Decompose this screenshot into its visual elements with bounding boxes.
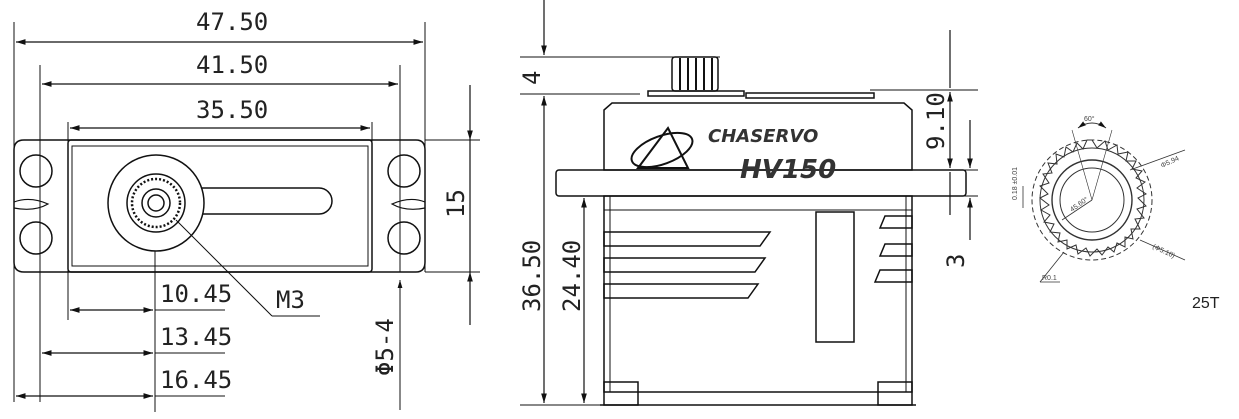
side-view-labels: CHASERVO HV150 4 36.50 24.40 9.10 3 — [518, 71, 970, 312]
brand-logo-icon — [636, 126, 690, 169]
dim-height-label: 15 — [442, 189, 470, 218]
top-view — [13, 22, 480, 412]
dim-spline-label: 4 — [518, 71, 546, 85]
angle-label: 60° — [1084, 115, 1095, 123]
dim-axis-2-label: 13.45 — [160, 323, 232, 351]
dim-total-label: 36.50 — [518, 240, 546, 312]
dim-top-label: 9.10 — [922, 92, 950, 150]
top-view-labels: 47.50 41.50 35.50 15 10.45 13.45 16.45 M… — [160, 8, 470, 394]
dim-overall-label: 47.50 — [196, 8, 268, 36]
root-radius-label: R0.1 — [1042, 275, 1057, 282]
thread-callout: M3 — [276, 286, 305, 314]
spline-detail — [1022, 121, 1186, 283]
dim-ear-label: 3 — [942, 254, 970, 268]
brand-text: CHASERVO — [708, 126, 818, 147]
dim-axis-3-label: 16.45 — [160, 366, 232, 394]
outer-dia-label: Φ5.94 — [1160, 155, 1180, 170]
tooth-angle-label: 45.60° — [1069, 195, 1090, 213]
side-view — [520, 0, 978, 406]
dim-case-label: 35.50 — [196, 96, 268, 124]
inner-dia-label: (Φ5.10) — [1151, 243, 1176, 259]
holes-callout: Φ5-4 — [371, 318, 399, 376]
model-text: HV150 — [740, 155, 836, 185]
dim-axis-1-label: 10.45 — [160, 280, 232, 308]
tolerance-label: 0.18 ±0.01 — [1012, 167, 1019, 200]
teeth-count-label: 25T — [1192, 295, 1220, 312]
dim-mount-span-label: 41.50 — [196, 51, 268, 79]
dim-flange-label: 24.40 — [558, 240, 586, 312]
